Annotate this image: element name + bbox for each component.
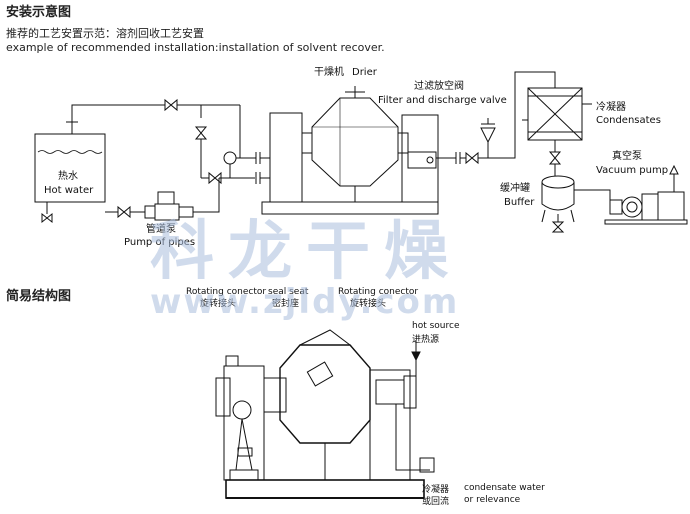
hot-water-label-cn: 热水 (58, 171, 78, 182)
structure-diagram-title: 简易结构图 (6, 289, 72, 304)
vacuum-pump-label-cn: 真空泵 (612, 151, 642, 162)
condenser-unit (522, 87, 592, 152)
watermark-cn: 科龙干燥 (150, 215, 462, 289)
condensate-cn-1: 冷凝器 (422, 485, 450, 495)
hot-water-tank (34, 121, 106, 224)
buffer-tank (541, 175, 575, 233)
vacuum-pump-label-en: Vacuum pump (596, 165, 669, 176)
condensate-en-1: condensate water (464, 483, 545, 493)
install-diagram-title: 安装示意图 (6, 5, 72, 20)
structure-diagram (215, 329, 435, 499)
filter-valve (480, 127, 496, 144)
rotating-connector-right-cn: 旋转接头 (350, 299, 387, 309)
filter-valve-label-en: Filter and discharge valve (378, 95, 507, 106)
condensate-cn-2: 或回流 (422, 497, 450, 507)
condenser-label-en: Condensates (596, 115, 661, 126)
condenser-label-cn: 冷凝器 (596, 102, 626, 113)
rotating-connector-right-en: Rotating conector (338, 287, 419, 297)
rotating-connector-left-cn: 旋转接头 (200, 299, 237, 309)
drier-machine (261, 86, 439, 215)
install-subtitle-en: example of recommended installation:inst… (6, 41, 385, 54)
buffer-label-en: Buffer (504, 197, 535, 208)
seal-seat-en: seal seat (268, 287, 309, 297)
drier-label-en: Drier (352, 67, 377, 78)
hot-source-cn: 进热源 (412, 335, 440, 345)
pipe-pump-label-en: Pump of pipes (124, 237, 196, 248)
filter-valve-label-cn: 过滤放空阀 (414, 81, 464, 92)
watermark-url: www.zjldy.com (150, 282, 460, 322)
top-valve (164, 98, 178, 112)
condensate-en-2: or relevance (464, 495, 521, 505)
rotating-connector-left-en: Rotating conector (186, 287, 267, 297)
hot-source-en: hot source (412, 321, 460, 331)
vacuum-pump (604, 164, 688, 225)
hot-water-label-en: Hot water (44, 185, 94, 196)
buffer-label-cn: 缓冲罐 (500, 183, 530, 194)
seal-seat-cn: 密封座 (272, 299, 300, 309)
pipe-pump-label-cn: 管道泵 (146, 224, 176, 235)
drier-label-cn: 干燥机 (314, 67, 344, 78)
install-subtitle-cn: 推荐的工艺安置示范：溶剂回收工艺安置 (6, 27, 204, 40)
